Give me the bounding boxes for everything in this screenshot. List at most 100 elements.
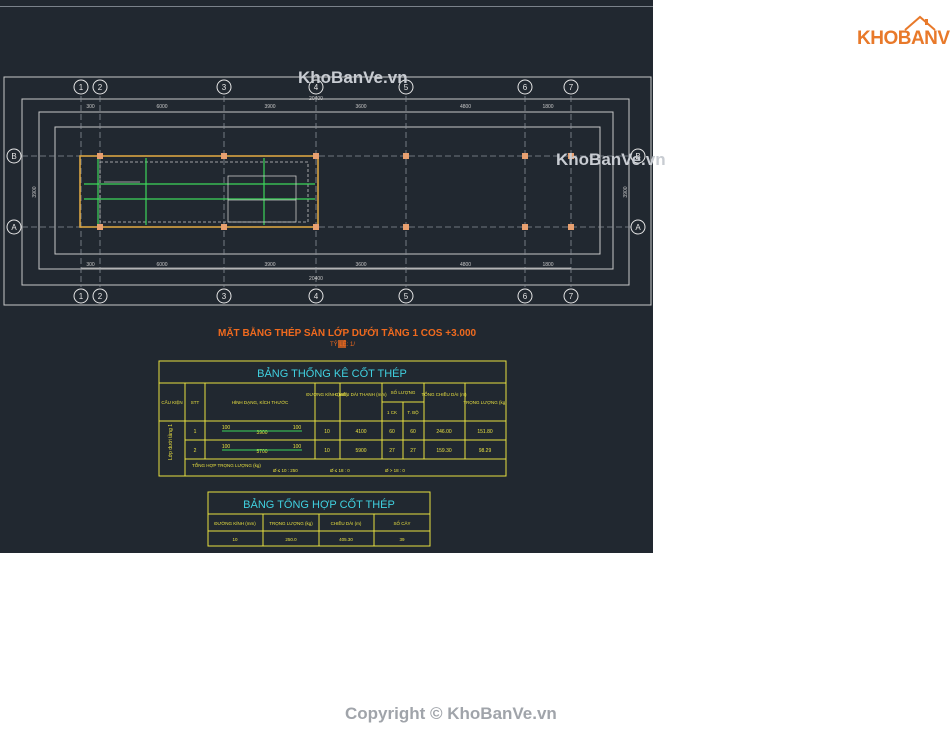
columns: [97, 153, 574, 230]
axis-bubble-top: 6: [523, 83, 528, 92]
t1-r1-total: 246.00: [436, 429, 452, 435]
t1-h-stt: STT: [191, 400, 200, 405]
dim-side-left: 3900: [32, 186, 38, 197]
scale-marker: [338, 340, 346, 348]
t1-r1-q2: 60: [410, 429, 416, 435]
axis-bubble-top-circle: [216, 79, 232, 95]
frame-outer: [3, 76, 652, 306]
room-lines: [104, 175, 297, 223]
t1-footer-v2: Ø ≤ 18 : 0: [330, 468, 350, 473]
table2-title: BẢNG TỔNG HỢP CỐT THÉP: [243, 497, 395, 511]
watermark-right: KhoBanVe.vn: [556, 150, 666, 169]
site-logo[interactable]: KHOBANVE: [857, 14, 950, 50]
axis-bubble-bottom-circle: [308, 288, 324, 304]
t1-h-total: TỔNG CHIỀU DÀI (m): [422, 391, 467, 397]
top-border-line: [0, 6, 653, 7]
axis-bubble-left-circle: [6, 148, 22, 164]
t2-h3: CHIỀU DÀI (m): [331, 520, 362, 526]
t1-r2-w: 98.29: [479, 448, 492, 454]
axis-bubble-top: 3: [222, 83, 227, 92]
t1-r1-len: 3900: [256, 430, 267, 436]
t2-cells: ĐƯỜNG KÍNH (mm) TRỌNG LƯỢNG (kg) CHIỀU D…: [214, 520, 410, 542]
t1-h-dia: ĐƯỜNG KÍNH (mm): [306, 391, 348, 397]
axis-bubble-bottom: 7: [569, 292, 574, 301]
t1-r2-q2: 27: [410, 448, 416, 454]
t1-r2-b: 100: [293, 444, 302, 450]
rebar-lines: [84, 158, 315, 225]
t2-v1: 10: [232, 537, 238, 542]
slab-inner: [99, 161, 309, 223]
axis-bubble-right-circle: [630, 219, 646, 235]
column: [97, 153, 103, 159]
frame-3: [38, 111, 614, 270]
t1-r1-a: 100: [222, 425, 231, 431]
column: [522, 153, 528, 159]
table1-title: BẢNG THỐNG KÊ CỐT THÉP: [257, 366, 407, 380]
axis-bubble-top: 1: [79, 83, 84, 92]
axis-bubble-bottom: 5: [404, 292, 409, 301]
column: [313, 224, 319, 230]
t1-h-qty: SỐ LƯỢNG: [391, 389, 416, 395]
dim-overall-top: 20400: [309, 96, 323, 102]
axis-bubble-left: A: [11, 223, 17, 232]
copyright-text: Copyright © KhoBanVe.vn: [345, 704, 557, 723]
t1-h-len: CHIỀU DÀI THANH (mm): [335, 391, 387, 397]
axis-bubble-top: 4: [314, 83, 319, 92]
frame-4: [54, 126, 601, 255]
axis-bubble-top-circle: [308, 79, 324, 95]
t1-footer-v1: Ø ≤ 10 : 250: [273, 468, 298, 473]
t1-rows: 1 100 3900 100 10 4100 60 60 246.00 151.…: [194, 425, 493, 455]
axis-grid: [22, 96, 632, 287]
column: [221, 224, 227, 230]
column: [403, 224, 409, 230]
table1-headers: CẤU KIỆN STT HÌNH DẠNG, KÍCH THƯỚC ĐƯỜNG…: [161, 389, 507, 415]
column: [403, 153, 409, 159]
dim-bottom: 3600: [355, 262, 366, 268]
axis-bubble-bottom: 2: [98, 292, 103, 301]
axis-bubble-bottom: 6: [523, 292, 528, 301]
t1-r1-q1: 60: [389, 429, 395, 435]
dimension-texts: 3003006000600039003900360036004800480018…: [32, 96, 629, 282]
axis-bubble-left-circle: [6, 219, 22, 235]
cad-canvas: [0, 0, 653, 553]
axis-bubble-top-circle: [398, 79, 414, 95]
axis-bubble-right-circle: [630, 148, 646, 164]
axis-bubble-top-circle: [73, 79, 89, 95]
dim-top: 1800: [542, 104, 553, 110]
dim-bottom: 4800: [460, 262, 471, 268]
axis-bubble-top-circle: [563, 79, 579, 95]
t1-h-shape: HÌNH DẠNG, KÍCH THƯỚC: [232, 399, 289, 405]
t1-r1-l: 4100: [355, 429, 366, 435]
t2-h1: ĐƯỜNG KÍNH (mm): [214, 520, 256, 526]
dim-top: 3600: [355, 104, 366, 110]
axis-bubble-bottom: 1: [79, 292, 84, 301]
t1-r2-q1: 27: [389, 448, 395, 454]
plan-title: MẶT BẰNG THÉP SÀN LỚP DƯỚI TẦNG 1 COS +3…: [218, 326, 477, 339]
axis-bubble-right: A: [635, 223, 641, 232]
column: [568, 153, 574, 159]
dim-bottom: 300: [86, 262, 95, 268]
t2-v4: 39: [399, 537, 405, 542]
axis-bubble-bottom: 4: [314, 292, 319, 301]
column: [522, 224, 528, 230]
t1-r1-stt: 1: [194, 429, 197, 435]
rebar-statistics-table: [158, 360, 507, 477]
axis-bubble-bottom: 3: [222, 292, 227, 301]
axis-bubble-top-circle: [92, 79, 108, 95]
rebar-summary-table: [207, 491, 431, 547]
slab-outline: [79, 155, 319, 228]
t1-member-label: Lớp dưới tầng 1: [168, 424, 174, 460]
dim-side-right: 3900: [623, 186, 629, 197]
roof-icon: [904, 15, 936, 31]
dim-top: 300: [86, 104, 95, 110]
t2-h2: TRỌNG LƯỢNG (kg): [269, 521, 313, 526]
t1-footer-label: TỔNG HỢP TRỌNG LƯỢNG (kg): [192, 462, 261, 468]
axis-bubble-bottom-circle: [398, 288, 414, 304]
t1-footer: TỔNG HỢP TRỌNG LƯỢNG (kg) Ø ≤ 10 : 250 Ø…: [192, 462, 405, 473]
logo-text: KHOBANVE: [857, 28, 950, 49]
t1-r2-a: 100: [222, 444, 231, 450]
axis-bubble-left: B: [11, 152, 16, 161]
axis-bubble-bottom-circle: [92, 288, 108, 304]
axis-bubble-top: 7: [569, 83, 574, 92]
